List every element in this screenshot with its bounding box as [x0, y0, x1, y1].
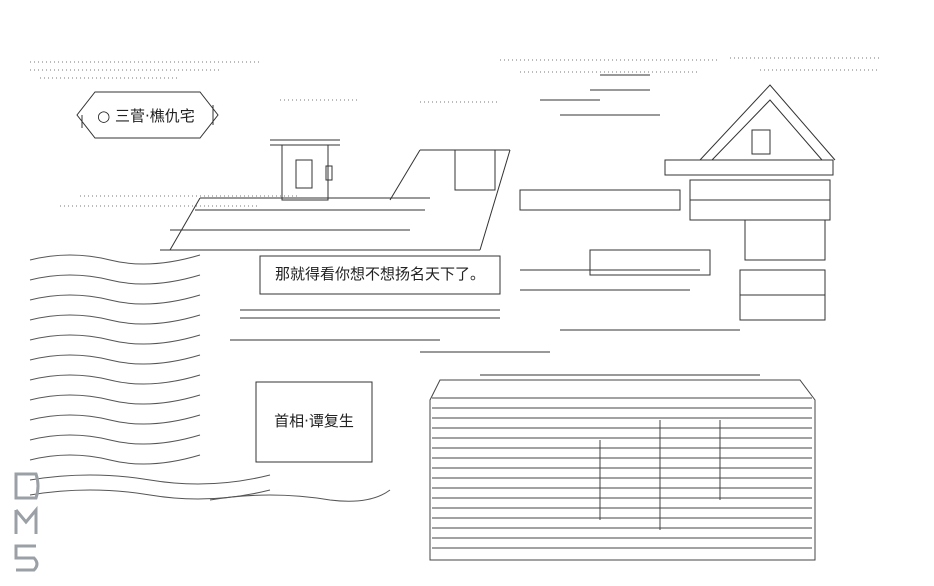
sky-dots: [30, 57, 880, 207]
left-foliage: [29, 254, 391, 502]
striped-wall: [429, 379, 816, 561]
tower-building: [270, 139, 340, 201]
sign-frame: [255, 381, 373, 463]
dm5-watermark-logo: [14, 472, 40, 572]
name-sign: 首相·谭复生: [274, 412, 354, 430]
location-caption: ○ 三菅·樵仇宅: [97, 107, 195, 125]
main-roof: [160, 149, 511, 251]
speech-frame: [259, 255, 501, 295]
middle-walls: [230, 309, 760, 376]
caption-frame: [76, 91, 219, 139]
middle-buildings: [519, 74, 740, 331]
right-house: [664, 84, 836, 321]
speech-bubble: 那就得看你想不想扬名天下了。: [274, 265, 485, 283]
